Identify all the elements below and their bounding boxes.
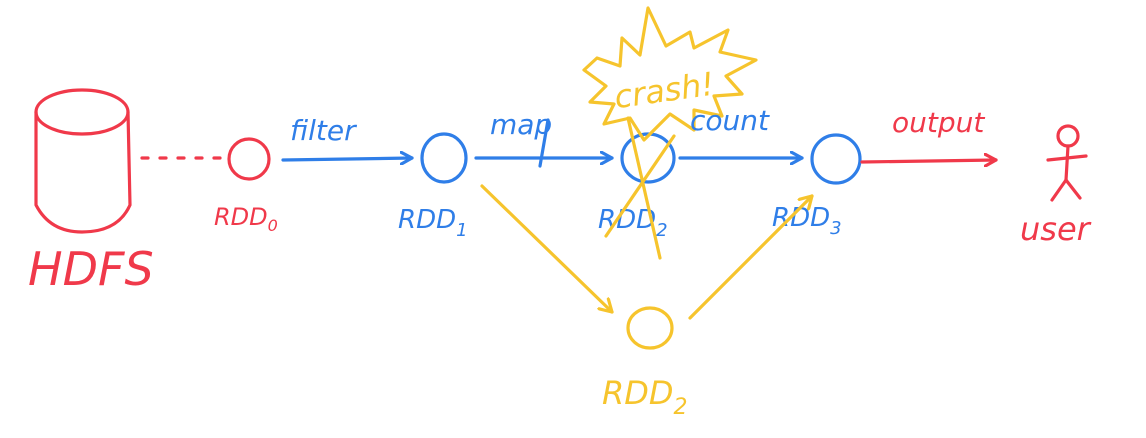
resume-arrow — [688, 194, 814, 320]
crossout-stroke-2 — [604, 134, 676, 238]
rdd0-label: RDD0 — [214, 203, 278, 235]
count-label: count — [690, 104, 770, 137]
rdd3-node — [810, 133, 862, 185]
rdd3-label: RDD3 — [772, 203, 842, 239]
rdd2-label: RDD2 — [598, 205, 668, 241]
user-icon — [1046, 124, 1088, 202]
rdd1-node — [420, 132, 468, 184]
output-arrow — [860, 160, 998, 162]
rdd2-recovered-label: RDD2 — [602, 374, 688, 420]
crossout-stroke-1 — [626, 116, 662, 260]
rdd2-recovered-node — [626, 306, 674, 350]
recompute-arrow — [480, 184, 614, 314]
filter-arrow — [281, 158, 414, 160]
filter-label: filter — [290, 114, 357, 147]
hdfs-label: HDFS — [28, 242, 154, 296]
rdd1-label: RDD1 — [398, 205, 468, 241]
map-label: map — [490, 108, 552, 141]
hdfs-storage-icon — [34, 88, 132, 234]
user-label: user — [1020, 210, 1092, 248]
rdd0-node — [227, 137, 271, 181]
output-label: output — [892, 106, 985, 139]
map-cut-mark — [538, 118, 550, 168]
crash-burst-icon — [582, 6, 758, 142]
